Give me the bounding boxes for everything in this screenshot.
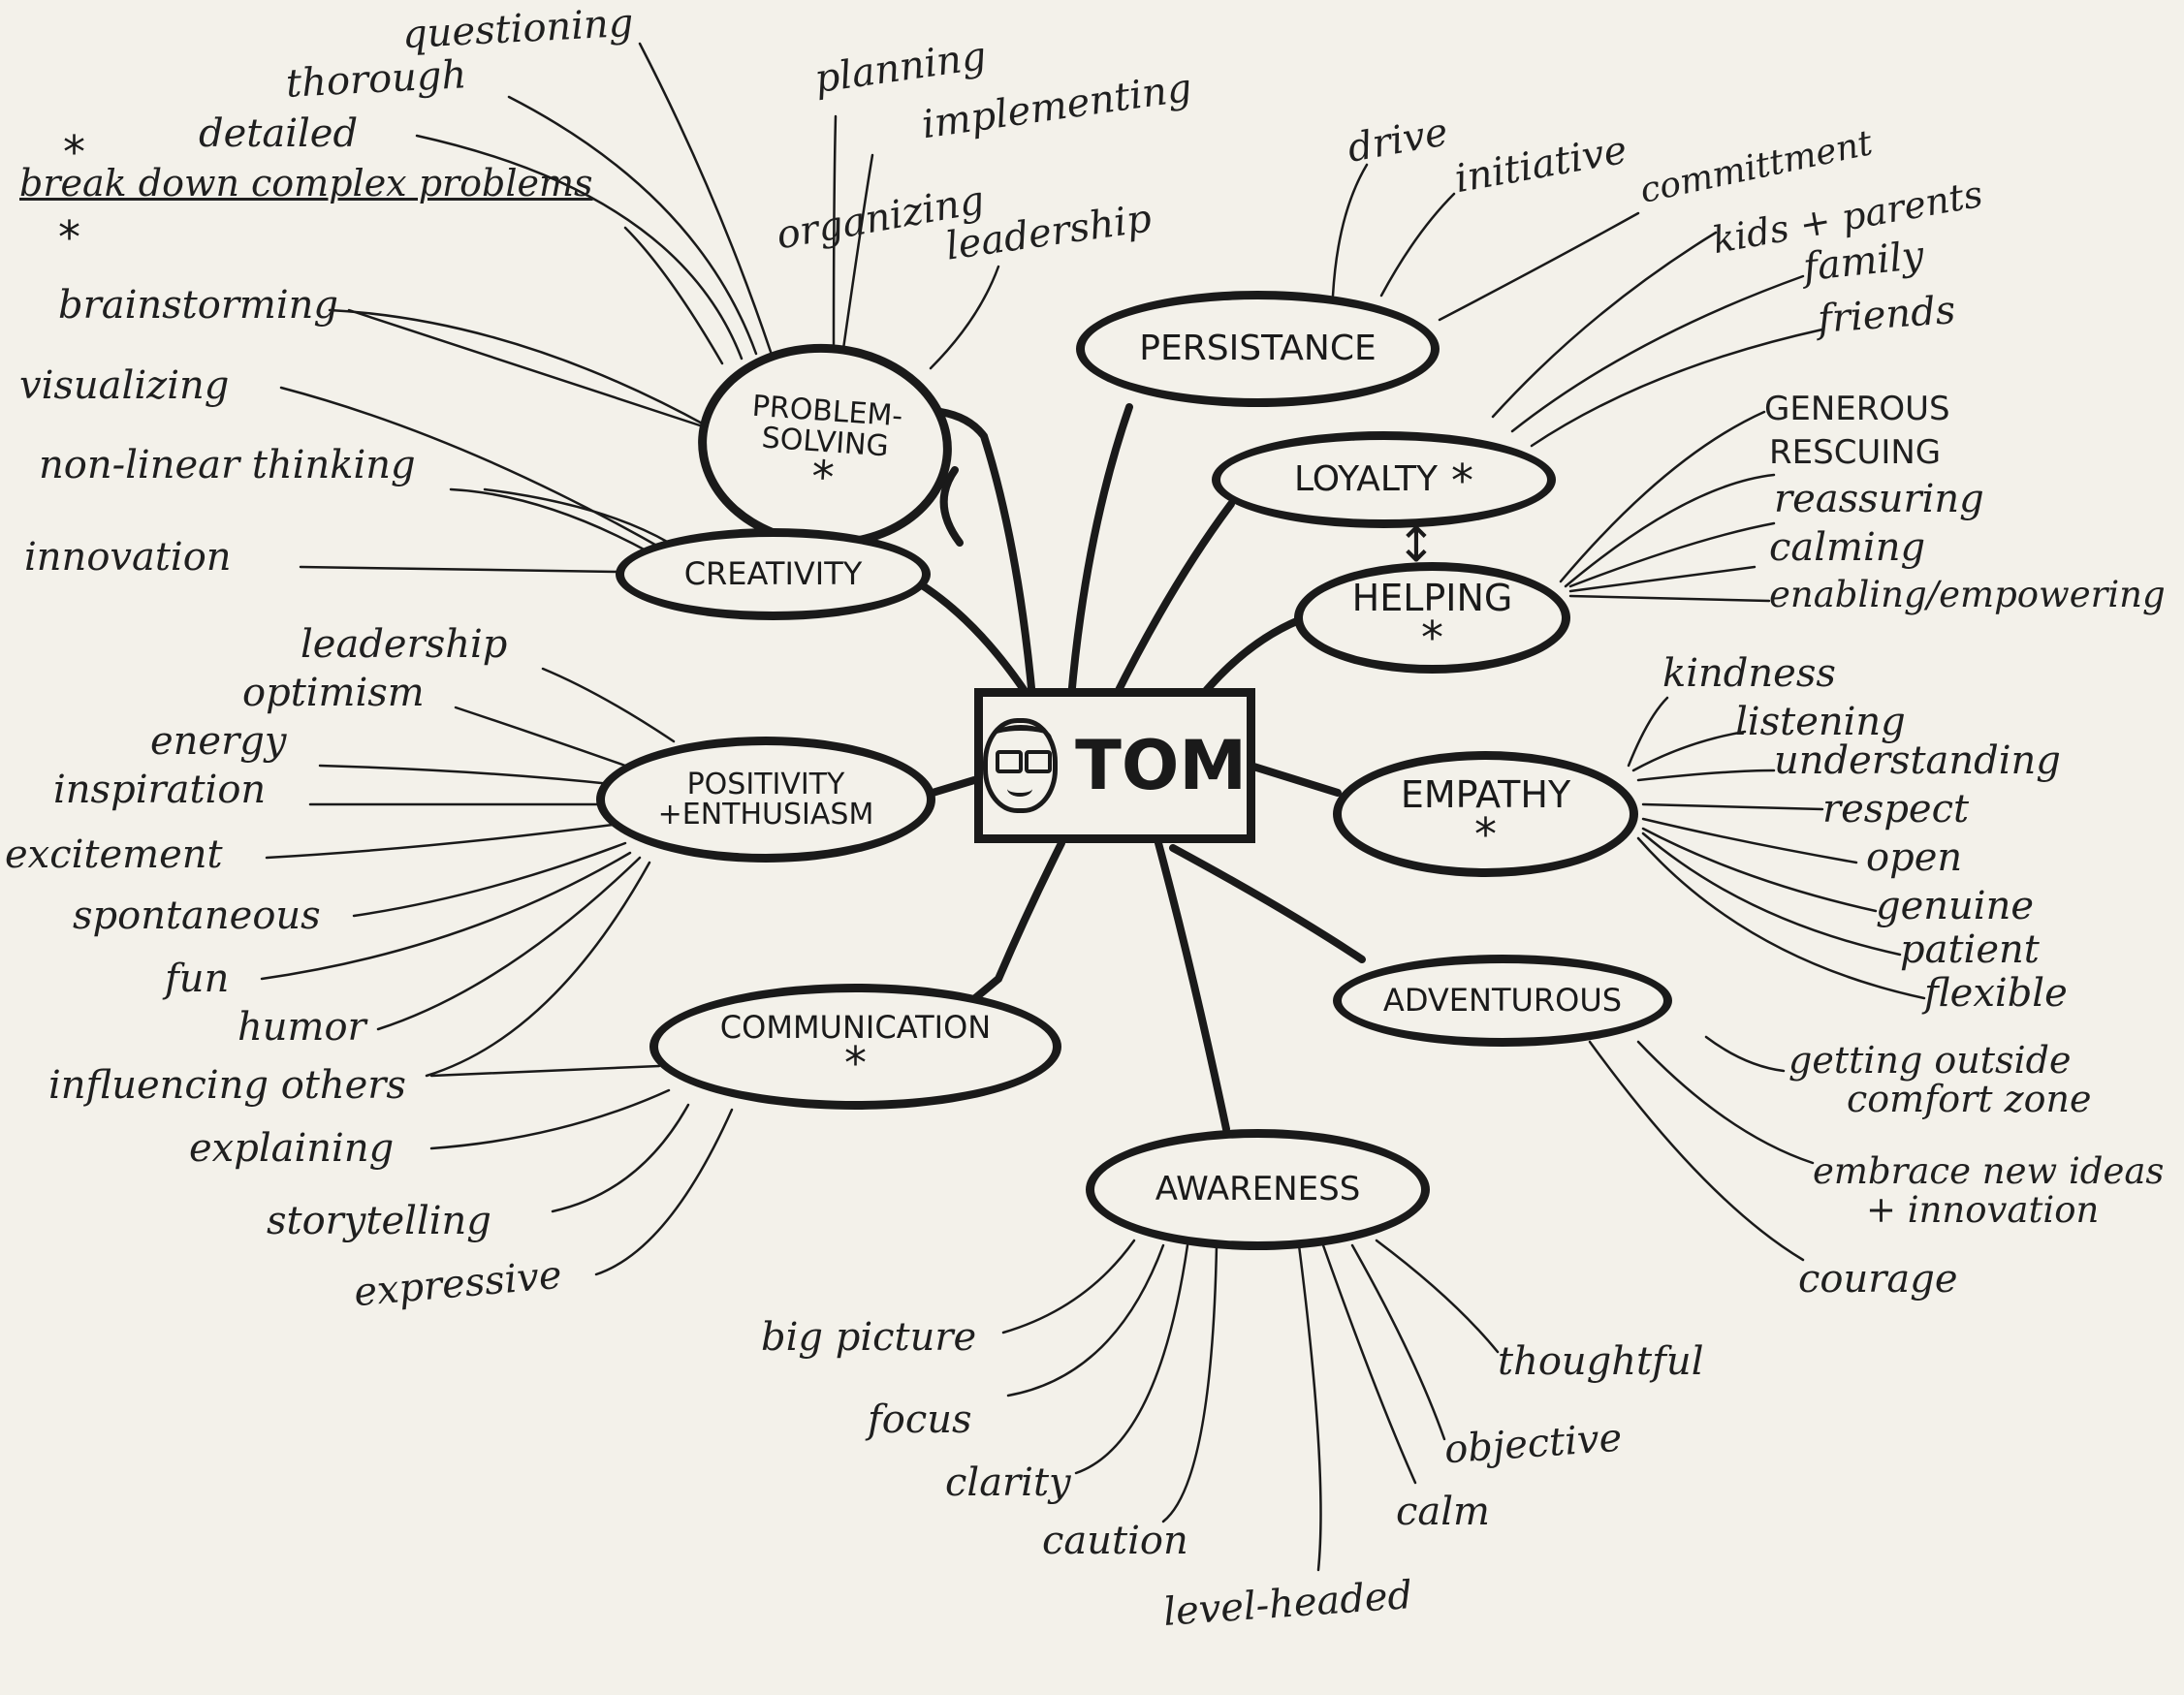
node-helping: HELPING * <box>1294 562 1570 674</box>
leaf-awareness-calm: calm <box>1396 1490 1490 1534</box>
leaf-awareness-big-picture: big picture <box>761 1315 977 1360</box>
leaf-awareness-objective: objective <box>1442 1415 1624 1473</box>
leaf-creativity-non-linear-thinking: non-linear thinking <box>39 443 416 487</box>
node-persistance: PERSISTANCE <box>1076 291 1440 407</box>
leaf-adventurous-innovation: + innovation <box>1866 1189 2100 1231</box>
branch-positivity <box>929 776 978 797</box>
branch-awareness <box>1155 839 1230 1133</box>
face-doodle-icon <box>983 718 1059 813</box>
node-creativity-label: CREATIVITY <box>683 554 863 592</box>
leaf-empathy-listening: listening <box>1735 700 1906 744</box>
leaf-helping-enabling-empowering: enabling/empowering <box>1769 574 2166 615</box>
node-adventurous: ADVENTUROUS <box>1333 955 1672 1047</box>
leaf-positivity-fun: fun <box>165 957 230 1001</box>
leaf-helping-generous: GENEROUS <box>1764 390 1950 428</box>
leaf-positivity-optimism: optimism <box>242 671 425 715</box>
leaf-positivity-spontaneous: spontaneous <box>73 894 321 938</box>
asterisk-icon: * <box>1421 612 1443 665</box>
leaf-positivity-energy: energy <box>150 719 287 764</box>
leaf-positivity-humor: humor <box>237 1005 366 1050</box>
leaf-communication-explaining: explaining <box>189 1126 395 1171</box>
branch-communication <box>965 839 1065 1007</box>
node-positivity-line2: +ENTHUSIASM <box>657 798 874 832</box>
leaf-positivity-inspiration: inspiration <box>53 768 267 812</box>
loop-creativity-problem <box>939 466 964 547</box>
node-adventurous-label: ADVENTUROUS <box>1382 981 1623 1019</box>
branch-problem-solving <box>936 408 1036 702</box>
branch-persistance <box>1067 403 1133 702</box>
node-awareness: AWARENESS <box>1086 1129 1430 1250</box>
leaf-communication-storytelling: storytelling <box>267 1199 491 1243</box>
leaf-creativity-visualizing: visualizing <box>19 363 230 408</box>
center-node: TOM <box>974 688 1255 843</box>
branch-adventurous <box>1169 844 1366 963</box>
node-empathy-label: EMPATHY <box>1400 772 1571 816</box>
leaf-problem-solving-questioning: questioning <box>400 0 635 58</box>
leaf-empathy-genuine: genuine <box>1876 884 2035 928</box>
leaf-awareness-caution: caution <box>1042 1519 1188 1563</box>
node-helping-label: HELPING <box>1351 577 1513 620</box>
leaf-positivity-influencing-others: influencing others <box>48 1063 406 1108</box>
asterisk-icon: * <box>63 126 85 178</box>
node-loyalty: LOYALTY * <box>1212 431 1556 528</box>
leaf-creativity-innovation: innovation <box>24 535 232 580</box>
asterisk-icon: * <box>809 450 837 504</box>
leaf-adventurous-comfort-zone: comfort zone <box>1847 1078 2092 1120</box>
node-creativity: CREATIVITY <box>616 528 931 620</box>
node-persistance-label: PERSISTANCE <box>1139 329 1377 369</box>
leaf-problem-solving-break-down: break down complex problems <box>19 162 593 204</box>
asterisk-icon: * <box>1474 807 1497 861</box>
leaf-positivity-leadership: leadership <box>301 622 508 667</box>
asterisk-icon: * <box>58 211 80 264</box>
leaf-empathy-respect: respect <box>1822 787 1970 832</box>
center-label: TOM <box>1075 726 1247 805</box>
leaf-problem-solving-thorough: thorough <box>284 52 468 107</box>
leaf-awareness-thoughtful: thoughtful <box>1498 1339 1704 1384</box>
leaf-creativity-brainstorming: brainstorming <box>58 283 339 328</box>
leaf-problem-solving-detailed: detailed <box>199 111 359 156</box>
node-positivity-line1: POSITIVITY <box>686 767 845 801</box>
node-communication: COMMUNICATION * <box>649 984 1061 1110</box>
leaf-adventurous-getting-outside: getting outside <box>1788 1039 2072 1082</box>
leaf-adventurous-embrace-new-ideas: embrace new ideas <box>1813 1150 2165 1192</box>
leaf-empathy-open: open <box>1866 835 1963 880</box>
leaf-awareness-focus: focus <box>868 1397 972 1442</box>
asterisk-icon: * <box>1451 454 1474 507</box>
leaf-empathy-patient: patient <box>1900 927 2040 972</box>
node-loyalty-label: LOYALTY <box>1293 459 1439 500</box>
leaf-empathy-flexible: flexible <box>1924 971 2068 1016</box>
leaf-empathy-kindness: kindness <box>1662 651 1836 696</box>
leaf-awareness-clarity: clarity <box>945 1460 1071 1505</box>
node-awareness-label: AWARENESS <box>1155 1169 1361 1208</box>
branch-empathy <box>1247 762 1342 797</box>
asterisk-icon: * <box>844 1037 867 1090</box>
leaf-adventurous-courage: courage <box>1798 1257 1958 1302</box>
node-positivity: POSITIVITY +ENTHUSIASM <box>596 737 935 863</box>
node-communication-label: COMMUNICATION <box>719 1008 992 1046</box>
branch-loyalty <box>1111 500 1235 702</box>
leaf-helping-reassuring: reassuring <box>1774 477 1984 521</box>
leaf-positivity-excitement: excitement <box>5 832 223 877</box>
leaf-helping-calming: calming <box>1769 525 1926 570</box>
branch-creativity <box>912 578 1036 706</box>
leaf-empathy-understanding: understanding <box>1774 738 2061 783</box>
leaf-loyalty-friends: friends <box>1816 288 1957 342</box>
node-empathy: EMPATHY * <box>1333 751 1638 877</box>
leaf-helping-rescuing: RESCUING <box>1769 433 1942 472</box>
